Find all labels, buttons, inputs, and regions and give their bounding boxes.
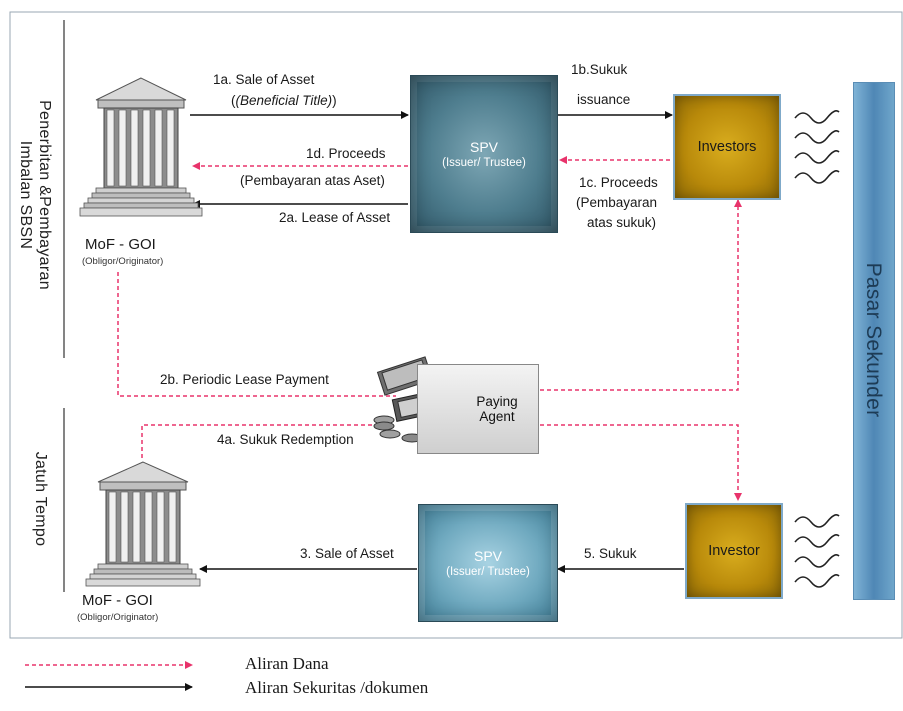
trading-waves-bottom — [794, 514, 840, 588]
legend-fund-label: Aliran Dana — [245, 654, 329, 673]
legend-security-label: Aliran Sekuritas /dokumen — [245, 678, 429, 697]
paying-agent-line1: Paying — [476, 394, 518, 409]
section-label-issuance: Penerbitan &Pembayaran Imbalan SBSN — [16, 90, 54, 300]
flow-3-label: 3. Sale of Asset — [300, 546, 394, 561]
investor-title: Investor — [708, 543, 760, 559]
section-label-maturity: Jatuh Tempo — [32, 451, 49, 547]
flow-1c-sublabel: (Pembayaran — [576, 195, 658, 210]
flow-2b-label: 2b. Periodic Lease Payment — [160, 372, 329, 387]
mof-bottom-subtitle: (Obligor/Originator) — [77, 612, 159, 623]
flow-1a-label: 1a. Sale of Asset — [213, 72, 315, 87]
diagram-frame — [9, 11, 903, 639]
flow-1c-sublabel2: atas sukuk) — [587, 215, 657, 230]
secondary-market-label: Pasar Sekunder — [862, 262, 885, 418]
flow-1c-label: 1c. Proceeds — [579, 175, 658, 190]
spv-bottom-title: SPV — [473, 548, 502, 564]
mof-top-title: MoF - GOI — [85, 236, 156, 253]
mof-bottom-title: MoF - GOI — [82, 592, 153, 609]
secondary-market-bar — [853, 82, 895, 600]
flow-4a-label: 4a. Sukuk Redemption — [217, 432, 354, 447]
government-building-icon — [85, 461, 201, 587]
arrow-agent-to-investors — [540, 199, 742, 391]
investor-node: Investor — [685, 503, 783, 599]
investors-node: Investors — [673, 94, 781, 200]
arrow-2b — [117, 272, 396, 397]
flow-1b-sublabel: issuance — [577, 92, 631, 107]
spv-top-title: SPV — [469, 139, 498, 155]
spv-bottom-subtitle: (Issuer/ Trustee) — [446, 566, 530, 578]
spv-bottom-node: SPV (Issuer/ Trustee) — [418, 504, 558, 622]
trading-waves-top — [794, 110, 840, 184]
section-label-issuance-line2: Imbalan SBSN — [17, 140, 34, 250]
mof-top-subtitle: (Obligor/Originator) — [82, 256, 164, 267]
flow-1a-sublabel-text: (Beneficial Title) — [235, 93, 333, 108]
flow-5-label: 5. Sukuk — [584, 546, 637, 561]
flow-1b-label: 1b.Sukuk — [571, 62, 628, 77]
government-building-icon — [79, 77, 203, 217]
arrow-agent-to-investor — [540, 424, 742, 501]
flow-2a-label: 2a. Lease of Asset — [279, 210, 391, 225]
spv-top-subtitle: (Issuer/ Trustee) — [442, 157, 526, 169]
flow-1d-label: 1d. Proceeds — [306, 146, 386, 161]
investors-title: Investors — [697, 139, 757, 155]
paying-agent-node: Paying Agent — [417, 364, 539, 454]
spv-top-node: SPV (Issuer/ Trustee) — [410, 75, 558, 233]
flow-1a-sublabel: ((Beneficial Title)) — [231, 93, 337, 108]
arrow-4a — [141, 424, 396, 458]
section-label-issuance-line1: Penerbitan &Pembayaran — [36, 100, 53, 290]
flow-1d-sublabel: (Pembayaran atas Aset) — [240, 173, 385, 188]
paying-agent-line2: Agent — [479, 409, 515, 424]
